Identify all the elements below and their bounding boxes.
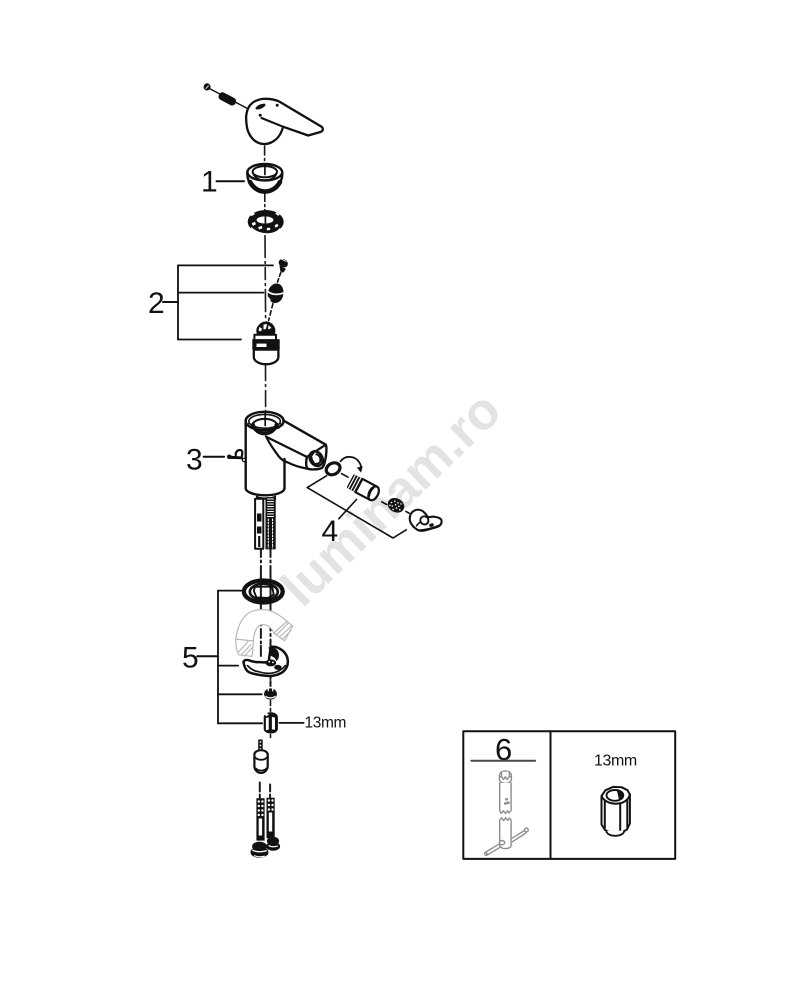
svg-text:3: 3 [186,444,203,477]
svg-text:13mm: 13mm [305,715,346,732]
svg-text:13mm: 13mm [594,753,637,770]
svg-text:6: 6 [495,732,512,767]
svg-text:2: 2 [148,287,165,320]
svg-text:4: 4 [322,515,339,548]
svg-text:5: 5 [182,642,199,675]
svg-text:1: 1 [201,166,218,199]
